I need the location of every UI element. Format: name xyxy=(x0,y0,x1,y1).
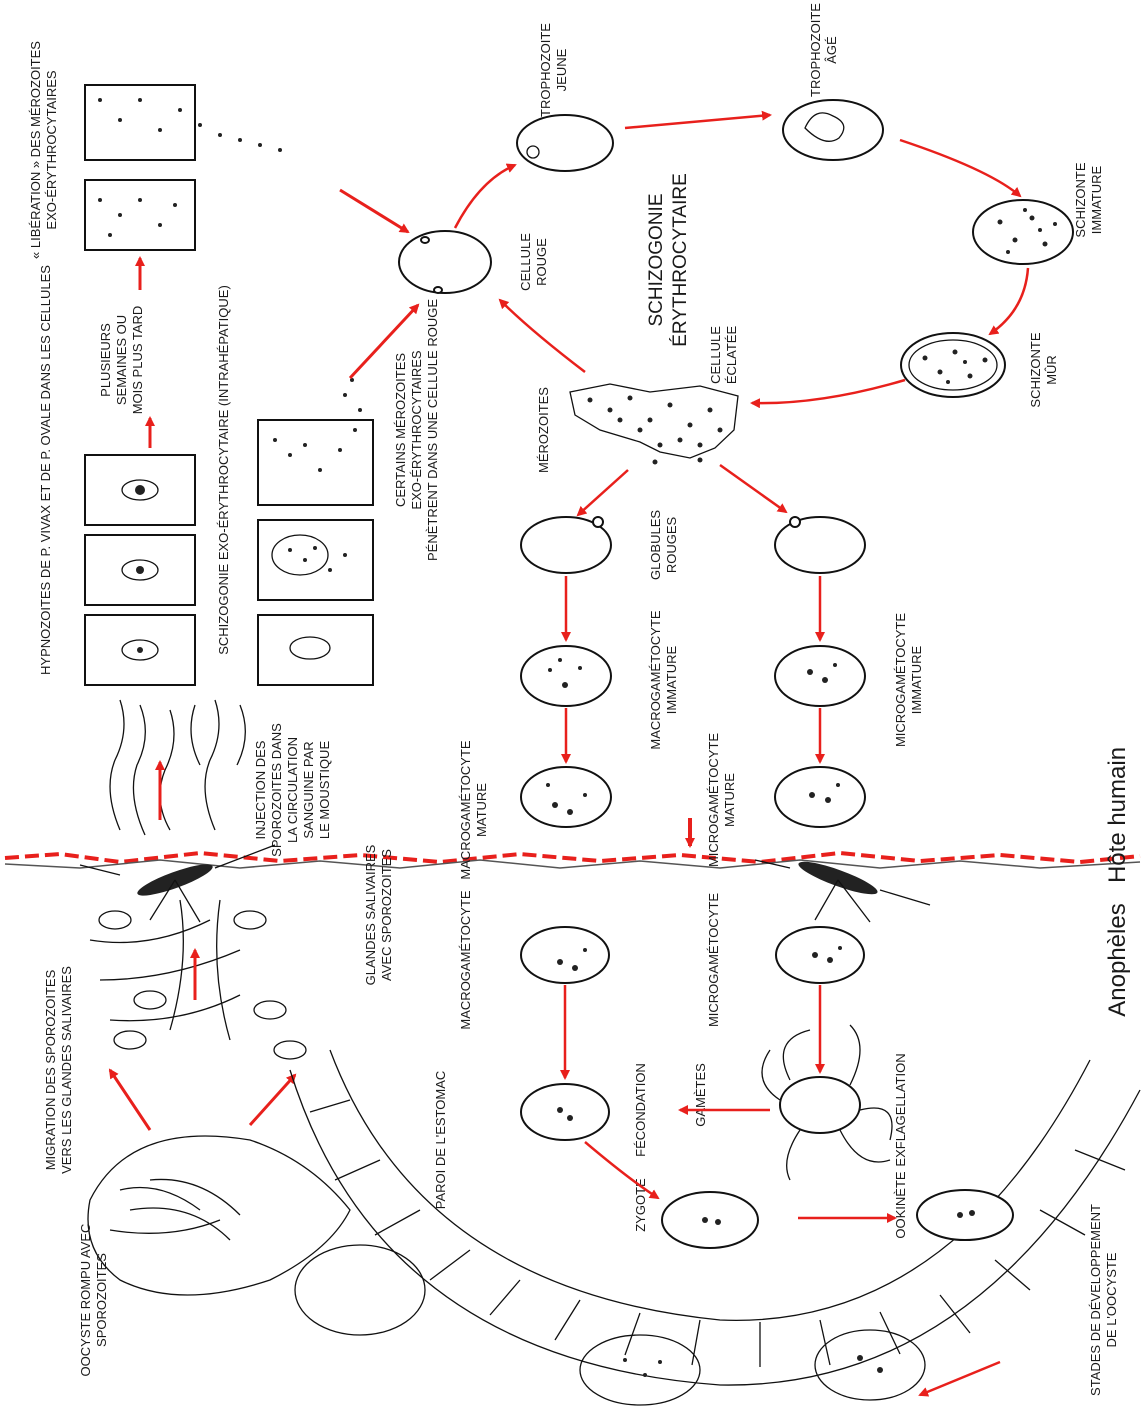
svg-text:PAROI DE L'ESTOMAC: PAROI DE L'ESTOMAC xyxy=(433,1071,448,1210)
svg-text:STADES DE DÉVELOPPEMENTDE L'OO: STADES DE DÉVELOPPEMENTDE L'OOCYSTE xyxy=(1088,1204,1119,1396)
liver-stage: HYPNOZOITES DE P. VIVAX ET DE P. OVALE D… xyxy=(28,41,440,685)
svg-text:GAMÈTES: GAMÈTES xyxy=(693,1063,708,1127)
mature-schizont xyxy=(901,333,1005,397)
cycle-arrow xyxy=(900,140,1020,196)
svg-text:SCHIZOGONIE EXO-ÉRYTHROCYTAIRE: SCHIZOGONIE EXO-ÉRYTHROCYTAIRE (INTRAHÉP… xyxy=(216,285,231,655)
svg-text:OOKINÈTE: OOKINÈTE xyxy=(893,1171,908,1239)
sporozoite-injection: INJECTION DESSPOROZOITES DANSLA CIRCULAT… xyxy=(110,700,332,857)
svg-text:PLUSIEURSSEMAINES OUMOIS PLUS: PLUSIEURSSEMAINES OUMOIS PLUS TARD xyxy=(98,306,145,415)
young-trophozoite xyxy=(517,115,613,171)
svg-text:MACROGAMÉTOCYTEIMMATURE: MACROGAMÉTOCYTEIMMATURE xyxy=(648,610,679,749)
mosquito-zone-label: Anophèles xyxy=(1104,903,1131,1016)
svg-text:MÉROZOITES: MÉROZOITES xyxy=(536,387,551,473)
svg-text:MICROGAMÉTOCYTE: MICROGAMÉTOCYTE xyxy=(706,893,721,1027)
cycle-arrow xyxy=(720,465,786,512)
svg-text:SCHIZONTEIMMATURE: SCHIZONTEIMMATURE xyxy=(1073,162,1104,237)
svg-text:TROPHOZOITEÂGÉ: TROPHOZOITEÂGÉ xyxy=(808,3,839,97)
immature-schizont xyxy=(973,200,1073,264)
hepatocyte-row-schizogony xyxy=(258,378,373,685)
schizogony-title: SCHIZOGONIE xyxy=(646,193,667,326)
svg-text:« LIBÉRATION » DES MÉROZOITESE: « LIBÉRATION » DES MÉROZOITESEXO-ÉRYTHRO… xyxy=(28,41,59,259)
svg-text:HYPNOZOITES DE P. VIVAX ET DE: HYPNOZOITES DE P. VIVAX ET DE P. OVALE D… xyxy=(38,265,53,675)
mosquito-stage: GLANDES SALIVAIRESAVEC SPOROZOITES MIGRA… xyxy=(43,844,1140,1405)
svg-text:MICROGAMÉTOCYTEMATURE: MICROGAMÉTOCYTEMATURE xyxy=(706,733,737,867)
hepatocyte-liberation xyxy=(85,85,282,250)
svg-text:CERTAINS MÉROZOITESEXO-ÉRYTHRO: CERTAINS MÉROZOITESEXO-ÉRYTHROCYTAIRESPÉ… xyxy=(393,299,440,561)
svg-text:MICROGAMÉTOCYTEIMMATURE: MICROGAMÉTOCYTEIMMATURE xyxy=(893,613,924,747)
svg-text:INJECTION DESSPOROZOITES DANSL: INJECTION DESSPOROZOITES DANSLA CIRCULAT… xyxy=(253,723,332,857)
old-trophozoite xyxy=(783,100,883,160)
cycle-arrow xyxy=(455,165,515,228)
schizogony-subtitle: ÉRYTHROCYTAIRE xyxy=(670,173,691,347)
svg-text:MIGRATION DES SPOROZOITESVERS: MIGRATION DES SPOROZOITESVERS LES GLANDE… xyxy=(43,966,74,1174)
host-zone-label: Hôte humain xyxy=(1104,747,1131,883)
erythrocytic-cycle: CELLULEROUGE TROPHOZOITEJEUNE TROPHOZOIT… xyxy=(399,3,1104,515)
cycle-arrow xyxy=(578,470,628,515)
cycle-arrow xyxy=(625,115,770,128)
cycle-arrow xyxy=(990,268,1028,334)
cycle-arrow xyxy=(752,380,905,403)
svg-text:CELLULEROUGE: CELLULEROUGE xyxy=(518,233,549,291)
svg-text:GLOBULESROUGES: GLOBULESROUGES xyxy=(648,510,679,580)
red-blood-cell xyxy=(399,231,491,293)
ruptured-oocyst xyxy=(88,1136,350,1295)
burst-cell-merozoites xyxy=(570,384,738,465)
svg-text:MACROGAMÉTOCYTE: MACROGAMÉTOCYTE xyxy=(458,890,473,1029)
svg-text:SCHIZONTEMÛR: SCHIZONTEMÛR xyxy=(1028,332,1059,407)
svg-text:CELLULEÉCLATÉE: CELLULEÉCLATÉE xyxy=(708,326,739,385)
svg-text:FÉCONDATION: FÉCONDATION xyxy=(633,1063,648,1157)
svg-text:EXFLAGELLATION: EXFLAGELLATION xyxy=(893,1053,908,1166)
hepatocyte-row-hypnozoites xyxy=(85,455,195,685)
cycle-arrow xyxy=(500,300,585,372)
svg-text:TROPHOZOITEJEUNE: TROPHOZOITEJEUNE xyxy=(538,23,569,117)
svg-text:GLANDES SALIVAIRESAVEC SPOROZO: GLANDES SALIVAIRESAVEC SPOROZOITES xyxy=(363,844,394,985)
salivary-glands xyxy=(90,900,306,1059)
